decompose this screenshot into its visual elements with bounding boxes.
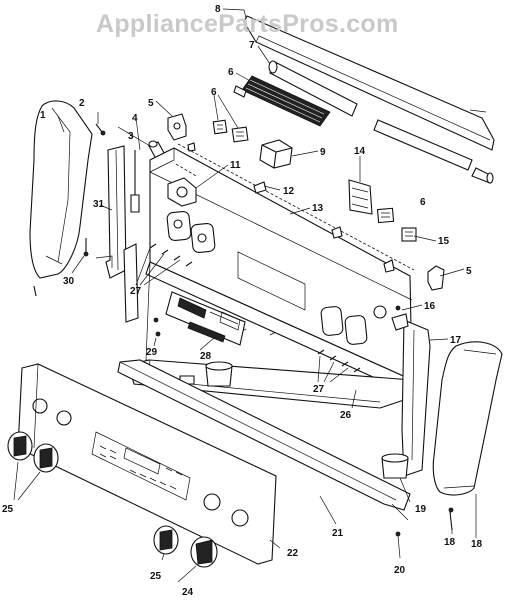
callout-27-right: 27 <box>313 384 325 395</box>
callout-29: 29 <box>146 347 158 358</box>
part-holder <box>205 361 409 479</box>
part-screw-27 <box>149 243 361 373</box>
callout-31: 31 <box>93 199 105 210</box>
callout-labels: 8 7 6 6 5 2 1 4 3 9 14 11 12 31 13 6 15 … <box>2 4 483 598</box>
callout-8: 7 <box>249 40 255 51</box>
callout-30: 30 <box>63 276 75 287</box>
callout-13: 13 <box>312 203 324 214</box>
callout-7: 6 <box>228 67 234 78</box>
leader-lines <box>13 8 477 583</box>
part-screw-16 <box>395 305 401 311</box>
callout-4: 4 <box>132 113 138 124</box>
part-control-board <box>165 291 246 346</box>
callout-22: 21 <box>332 528 344 539</box>
callout-17: 17 <box>450 335 462 346</box>
callout-23: 22 <box>287 548 299 559</box>
part-top-cover <box>243 15 495 151</box>
part-end-cap-right <box>432 341 503 496</box>
part-transformer <box>259 139 293 169</box>
callout-24: 24 <box>182 587 194 598</box>
callout-21: 20 <box>394 565 406 576</box>
callout-5-top: 5 <box>148 98 154 109</box>
callout-20: 19 <box>415 504 427 515</box>
callout-15: 15 <box>438 236 450 247</box>
watermark: AppliancePartsPros.com <box>96 10 399 38</box>
callout-25-bottom: 25 <box>150 571 162 582</box>
callout-5-right: 5 <box>466 266 472 277</box>
callout-11: 11 <box>230 160 241 171</box>
part-knob-left <box>7 431 59 473</box>
callout-16: 16 <box>424 301 436 312</box>
part-clip <box>187 142 395 273</box>
part-control-panel <box>145 143 415 393</box>
callout-25-left: 25 <box>2 504 14 515</box>
callout-12: 12 <box>283 186 295 197</box>
part-knob-bottom <box>153 525 218 568</box>
part-screw-29 <box>153 317 161 337</box>
callout-2: 2 <box>79 98 85 109</box>
part-screw-small <box>95 123 106 136</box>
part-bracket <box>167 113 445 291</box>
part-switch <box>167 177 197 207</box>
part-board <box>348 179 373 215</box>
callout-3: 3 <box>128 131 134 142</box>
callout-18: 18 <box>471 539 483 550</box>
part-relay <box>212 119 417 242</box>
callout-10: 9 <box>320 147 326 158</box>
callout-6-right: 6 <box>420 197 426 208</box>
part-side-bracket-right <box>391 313 431 477</box>
part-screw-19 <box>448 507 454 531</box>
callout-1: 1 <box>40 110 46 121</box>
part-side-bracket-left <box>95 145 139 323</box>
part-ribbon-cable <box>233 75 331 127</box>
part-fluorescent-tube <box>268 60 494 184</box>
part-bottom-channel <box>117 359 411 521</box>
part-screw-30 <box>33 238 89 297</box>
callout-9: 8 <box>215 4 221 15</box>
callout-26: 26 <box>340 410 352 421</box>
callout-6-top: 6 <box>211 87 217 98</box>
callout-28: 28 <box>200 351 212 362</box>
part-end-cap-left <box>29 100 93 279</box>
part-screw <box>130 150 140 213</box>
callout-27-left: 27 <box>130 286 142 297</box>
callout-19: 18 <box>444 537 456 548</box>
callout-14: 14 <box>354 146 366 157</box>
part-screw-21 <box>395 531 401 537</box>
